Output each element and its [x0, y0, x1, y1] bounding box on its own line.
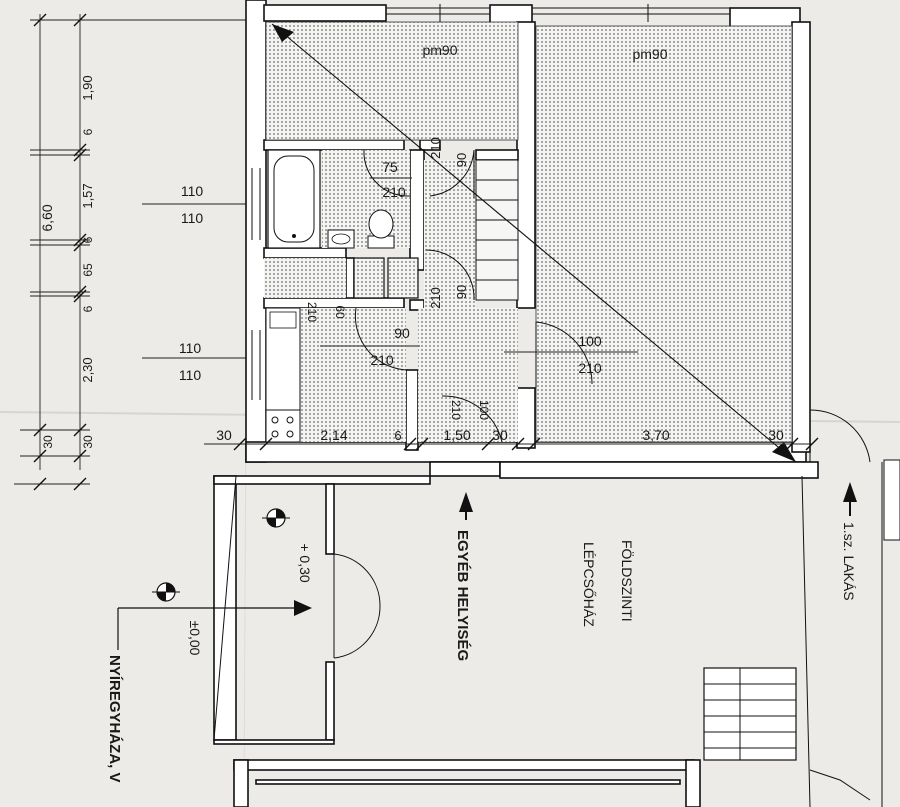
door3-width: 90	[454, 285, 469, 299]
hdim-30a: 30	[216, 427, 232, 443]
label-pm90-right: pm90	[632, 46, 667, 62]
label-foldszinti: FÖLDSZINTI	[619, 540, 636, 622]
window-lower-top: 110	[179, 340, 202, 356]
hdim-30c: 30	[768, 427, 784, 443]
room-storage-b	[353, 257, 385, 299]
label-1sz-lakas: 1.sz. LAKÁS	[841, 522, 857, 601]
staircase	[703, 667, 871, 801]
entry-doors	[333, 553, 381, 659]
level-plus-030: + 0,30	[297, 543, 313, 583]
windows-left	[251, 168, 261, 400]
level-zero: ±0,00	[187, 621, 203, 656]
ground-floor-area	[213, 461, 883, 807]
door7-width: 60	[333, 305, 347, 319]
bathtub	[267, 149, 321, 249]
dim-30a: 30	[41, 435, 55, 449]
door2-width: 75	[382, 159, 398, 175]
dim-6a: 6	[81, 128, 95, 135]
door6-height: 210	[449, 400, 463, 420]
dim-30b: 30	[81, 435, 95, 449]
hdim-3-70: 3,70	[642, 427, 669, 443]
horizontal-dimension-chain: 30 2,14 6 1,50 30 3,70 30	[204, 427, 819, 451]
hdim-30b: 30	[492, 427, 508, 443]
windows-top	[386, 4, 730, 22]
label-lepcsohaz: LÉPCSŐHÁZ	[581, 542, 597, 627]
room-hall-lower	[418, 308, 518, 442]
dim-2-30: 2,30	[80, 357, 95, 382]
door4-height: 210	[370, 352, 394, 368]
dim-1-90: 1,90	[80, 75, 95, 100]
level-marker-plus: + 0,30	[262, 508, 313, 583]
dim-65: 65	[81, 263, 95, 277]
lakas-label: 1.sz. LAKÁS	[841, 482, 857, 601]
door5-height: 210	[578, 360, 602, 376]
sink	[327, 229, 355, 249]
room-storage-c	[387, 257, 419, 299]
label-street: NYÍREGYHÁZA, V	[106, 655, 123, 783]
door3-height: 210	[428, 287, 443, 309]
entrance-arrow	[117, 600, 312, 650]
diagonal-arrow-top	[272, 24, 294, 42]
room-large-right	[535, 25, 793, 443]
stairwell-hatch	[475, 159, 519, 301]
hdim-1-50: 1,50	[443, 427, 470, 443]
stair-treads	[476, 179, 518, 281]
window-label-lower: 110 110	[142, 340, 266, 383]
toilet	[367, 209, 395, 249]
dim-6-60: 6,60	[39, 204, 55, 231]
door6-width: 100	[477, 400, 491, 420]
diagonal-arrow-bottom	[772, 442, 796, 462]
window-label-upper: 110 110	[142, 183, 266, 226]
level-marker-zero: ±0,00	[152, 582, 203, 656]
vertical-dimension-chain: 1,90 6 1,57 6 65 6 2,30 30 30 6,60	[14, 13, 270, 491]
diagonal-line	[271, 23, 797, 463]
door5-width: 100	[578, 333, 602, 349]
rooms	[264, 21, 793, 443]
window-lower-bottom: 110	[179, 367, 202, 383]
door2-height: 210	[382, 184, 406, 200]
room-kitchen	[300, 308, 406, 442]
door1-height: 210	[428, 137, 443, 159]
dim-6c: 6	[81, 305, 95, 312]
window-upper-bottom: 110	[181, 210, 204, 226]
kitchen-counter	[265, 307, 301, 443]
label-egyeb-helyiseg: EGYÉB HELYISÉG	[454, 530, 471, 661]
room-storage-a	[264, 258, 346, 298]
dim-6b: 6	[81, 236, 95, 243]
apartment-walls	[245, 0, 811, 463]
door1-width: 90	[454, 153, 469, 167]
hdim-2-14: 2,14	[320, 427, 347, 443]
room-upper-left	[265, 21, 519, 141]
window-upper-top: 110	[181, 183, 204, 199]
door-swings	[354, 149, 871, 470]
door7-height: 210	[305, 302, 319, 322]
hdim-6: 6	[394, 428, 401, 443]
door4-width: 90	[394, 325, 410, 341]
egyeb-helyiseg-label: EGYÉB HELYISÉG	[454, 492, 473, 661]
label-pm90-left: pm90	[422, 42, 457, 58]
dim-1-57: 1,57	[80, 183, 95, 208]
